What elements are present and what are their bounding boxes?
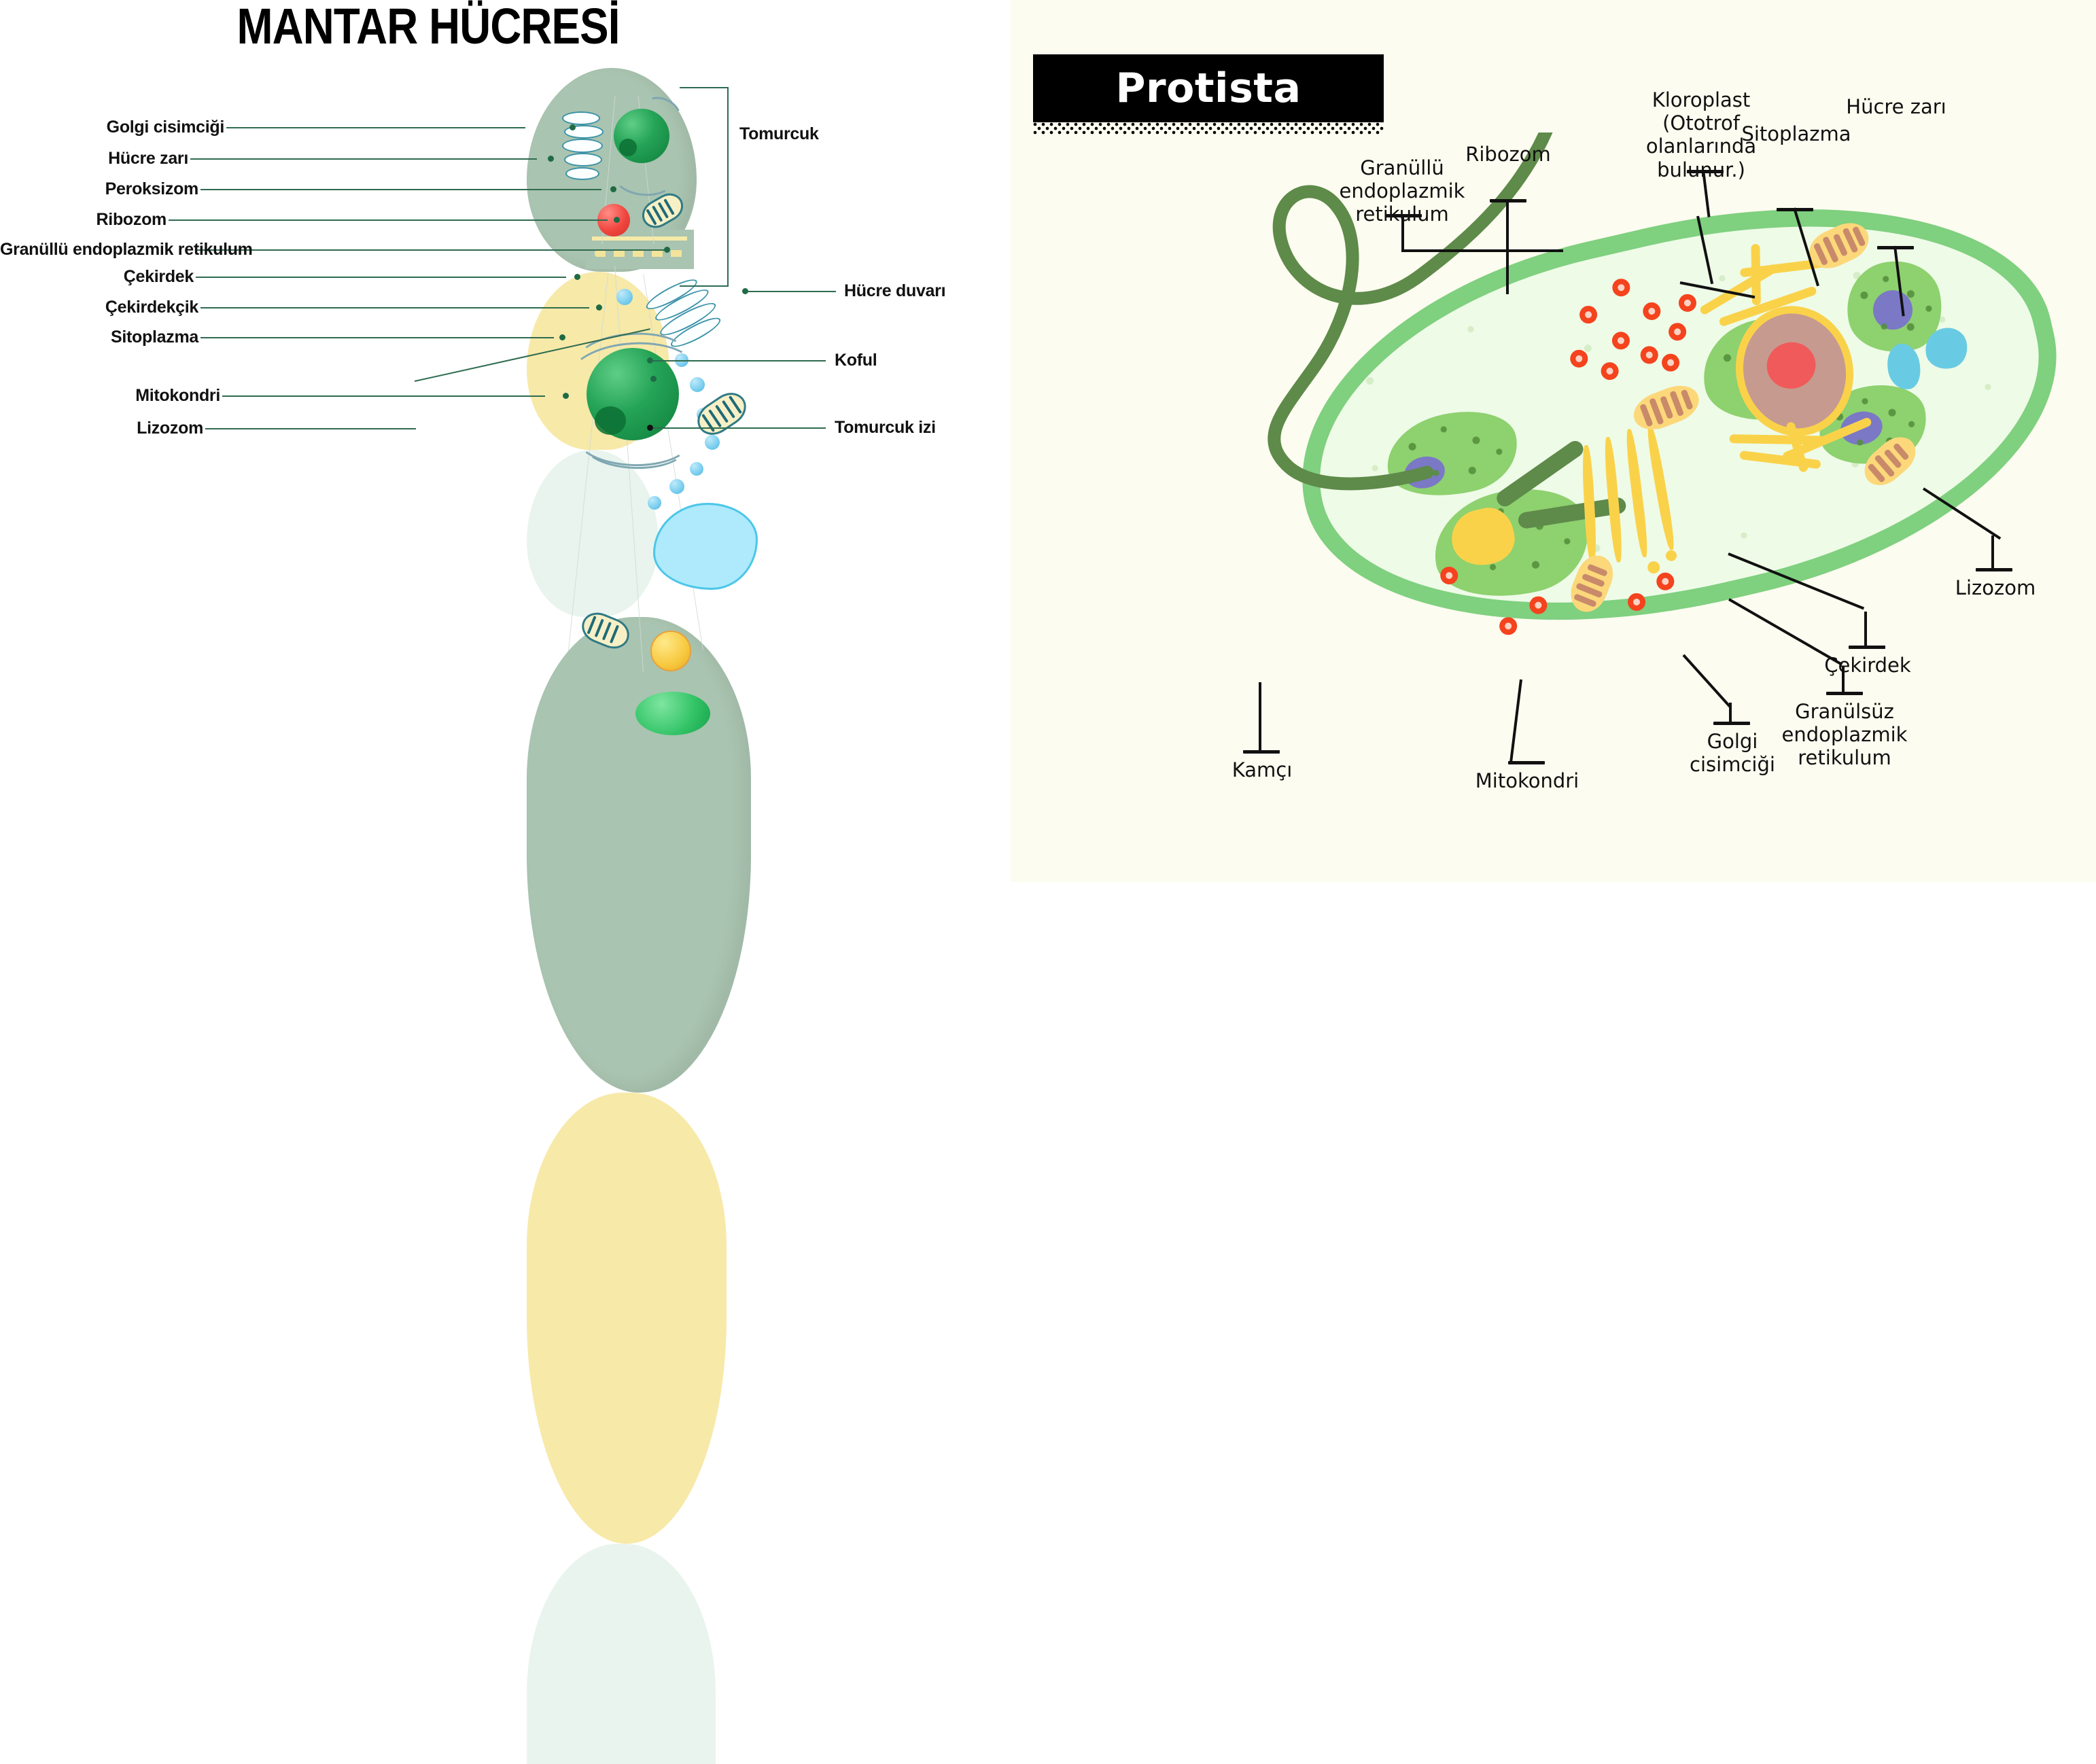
fungus-cell-panel: MANTAR HÜCRESİ	[0, 0, 1011, 1764]
leader-line-rough-er	[197, 249, 666, 251]
ribosome	[648, 496, 661, 510]
leader-ribozom	[1506, 199, 1509, 294]
label-cekirdekcik: Çekirdekçik	[105, 298, 198, 317]
leader-dot-mitochondria	[563, 393, 569, 399]
ribosome	[705, 435, 720, 450]
tick-cekirdek	[1849, 646, 1885, 649]
ribosome	[669, 479, 684, 494]
tick-lizozom	[1976, 568, 2012, 571]
label-tomurcuk: Tomurcuk	[739, 124, 819, 143]
leader-line-ribosome	[169, 219, 608, 221]
label-granullu-endoplazmik-retikulum: Granüllü endoplazmik retikulum	[0, 240, 253, 259]
ribosome	[690, 377, 705, 392]
leader-line-bud-scar	[652, 427, 826, 429]
leader-dot-rough-er	[664, 247, 670, 253]
lysosome	[650, 631, 691, 671]
label-koful: Koful	[835, 351, 877, 370]
leader-granullu-er-h	[1401, 249, 1563, 252]
label-hucre-zari: Hücre zarı	[108, 149, 188, 168]
leader-line-nucleus	[196, 277, 566, 278]
leader-dot-peroxisome	[610, 186, 616, 192]
leader-line-lysosome-h	[205, 428, 416, 429]
leader-dot-nucleolus	[596, 304, 602, 311]
leader-dot-lysosome	[650, 376, 657, 382]
label-granulsuz-endoplazmik-retikulum: Granülsüz endoplazmik retikulum	[1781, 700, 1908, 770]
leader-granullu-er-v	[1401, 214, 1404, 252]
cell-membrane	[527, 1093, 727, 1544]
protista-banner: Protista	[1033, 54, 1384, 122]
leader-granulsuz-er-v	[1842, 666, 1845, 694]
protist-ribosome	[1497, 615, 1519, 637]
label-hucre-duvari: Hücre duvarı	[844, 281, 946, 300]
tick-granulsuz-er	[1826, 692, 1863, 695]
leader-dot-vacuole	[647, 357, 653, 364]
label-kloroplast: Kloroplast (Ototrof olanlarında bulunur.…	[1645, 88, 1757, 181]
leader-line-golgi	[226, 127, 525, 128]
leader-dot-golgi	[570, 124, 576, 130]
leader-line-nucleolus	[200, 307, 589, 308]
leader-line-membrane	[190, 158, 537, 160]
tick-mitokondri	[1508, 761, 1545, 764]
leader-lizozom-v	[1991, 535, 1994, 571]
leader-dot-membrane	[548, 156, 554, 162]
leader-line-vacuole	[652, 360, 826, 361]
label-mitokondri: Mitokondri	[135, 386, 220, 405]
protista-banner-title: Protista	[1115, 65, 1302, 112]
cell-wall	[527, 617, 751, 1093]
tick-kamci	[1243, 750, 1280, 754]
diagram-canvas: MANTAR HÜCRESİ	[0, 0, 2096, 882]
label-tomurcuk-izi: Tomurcuk izi	[835, 418, 936, 437]
bud-neck-membrane	[592, 236, 687, 241]
leader-line-mitochondria	[222, 395, 545, 397]
label-lizozom: Lizozom	[1955, 576, 2036, 599]
leader-line-cytoplasm	[200, 337, 554, 338]
tick-golgi	[1713, 722, 1750, 725]
label-sitoplazma: Sitoplazma	[111, 328, 198, 347]
ribosome	[616, 289, 633, 305]
label-ribozom: Ribozom	[1465, 143, 1551, 166]
bud-nucleus	[614, 109, 669, 163]
banner-dither-edge	[1033, 122, 1384, 135]
label-lizozom: Lizozom	[137, 419, 203, 438]
label-granullu-endoplazmik-retikulum: Granüllü endoplazmik retikulum	[1339, 156, 1465, 226]
leader-dot-cytoplasm	[559, 334, 565, 340]
label-golgi-cisimcigi: Golgi cisimciği	[106, 118, 225, 137]
page-title: MANTAR HÜCRESİ	[237, 0, 620, 54]
leader-dot-ribosome	[614, 217, 620, 223]
leader-cekirdek-v	[1864, 612, 1867, 648]
leader-line-peroxisome	[200, 189, 601, 190]
label-kamci: Kamçı	[1232, 758, 1293, 781]
leader-dot-bud-scar	[647, 425, 653, 431]
label-golgi-cisimcigi: Golgi cisimciği	[1690, 730, 1775, 777]
tick-kloroplast	[1687, 170, 1724, 173]
label-mitokondri: Mitokondri	[1475, 769, 1579, 792]
label-cekirdek: Çekirdek	[1824, 654, 1911, 677]
mitochondrion	[691, 386, 753, 442]
septal-pores	[595, 250, 684, 257]
label-ribozom: Ribozom	[96, 210, 167, 229]
protist-nucleolus	[1762, 337, 1821, 394]
label-peroksizom: Peroksizom	[105, 179, 199, 198]
leader-dot-cell-wall	[742, 288, 748, 294]
bud-scar	[635, 692, 710, 735]
bud-bracket	[680, 87, 729, 287]
cytoplasm	[527, 1544, 716, 1764]
label-cekirdek: Çekirdek	[123, 267, 194, 286]
leader-line-cell-wall	[748, 291, 836, 292]
label-sitoplazma: Sitoplazma	[1741, 122, 1851, 145]
nucleus	[587, 348, 679, 440]
leader-kamci	[1259, 682, 1261, 753]
vacuole	[653, 503, 758, 590]
ribosome	[690, 462, 703, 476]
leader-golgi-v	[1729, 703, 1732, 723]
bud-golgi-apparatus	[562, 111, 604, 180]
leader-dot-nucleus	[574, 274, 580, 280]
bud-cytoplasm	[527, 450, 659, 617]
label-hucre-zari: Hücre zarı	[1846, 95, 1946, 118]
